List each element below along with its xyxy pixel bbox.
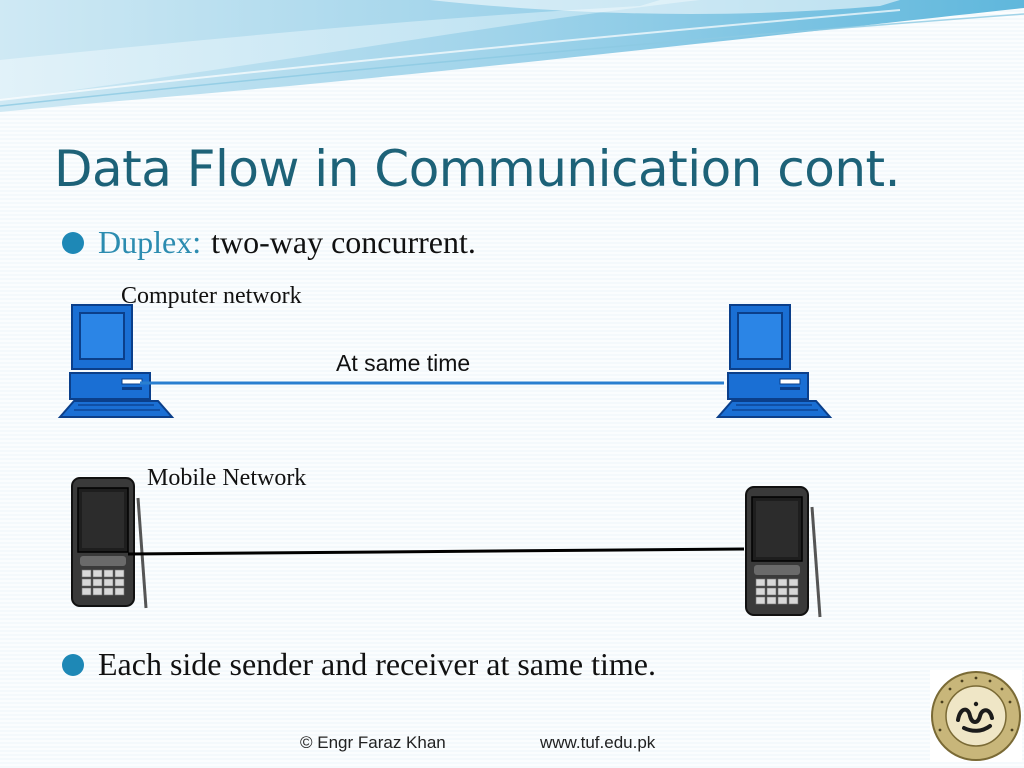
link-label: At same time	[336, 350, 471, 376]
mobile-network-label: Mobile Network	[147, 465, 307, 491]
bullet-each-side: Each side sender and receiver at same ti…	[62, 646, 962, 683]
right-computer-icon	[717, 304, 831, 418]
university-seal-icon	[930, 670, 1022, 762]
right-mobile-icon	[744, 485, 822, 619]
slide-title: Data Flow in Communication cont.	[54, 140, 901, 198]
mobile-network-link	[127, 547, 745, 556]
bullet-dot-icon	[62, 653, 84, 676]
footer-website: www.tuf.edu.pk	[540, 733, 656, 752]
bullet-term: Duplex:	[98, 224, 202, 260]
footer-author: © Engr Faraz Khan	[300, 733, 446, 752]
computer-network-label: Computer network	[121, 283, 302, 309]
left-computer-icon	[59, 304, 173, 418]
bullet-text: two-way concurrent.	[211, 224, 476, 260]
bullet-text: Each side sender and receiver at same ti…	[98, 646, 656, 682]
wave-header-decoration	[0, 0, 1024, 112]
bullet-duplex: Duplex: two-way concurrent.	[62, 224, 962, 261]
bullet-dot-icon	[62, 231, 84, 254]
left-mobile-icon	[70, 476, 148, 610]
